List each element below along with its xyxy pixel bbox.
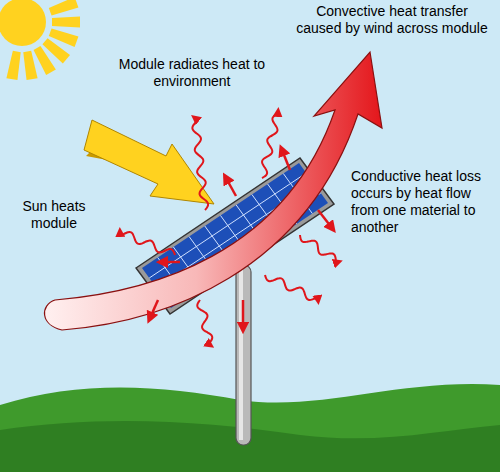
sun-ray [49,0,79,15]
sun-ray [52,16,80,27]
wind-arrow-group [45,52,382,330]
radiation-arrow [120,232,175,255]
radiation-arrow [192,118,208,210]
sun [0,0,80,80]
pole [236,265,251,445]
radiation-arrow [300,235,338,262]
conduction-arrow [318,210,332,228]
sun-ray [23,51,37,80]
conduction-arrow [150,300,158,318]
conduction-arrow [242,300,245,328]
conduction-arrow [226,178,236,196]
radiation-arrows [120,112,338,345]
convection-arrow [45,52,382,330]
pole-highlight [239,268,243,440]
sun-ray [6,51,20,80]
sun-disc [0,0,46,46]
convection-label: Convective heat transfer caused by wind … [292,3,492,37]
radiation-arrow [262,112,278,178]
conduction-arrow [162,261,180,264]
conduction-label: Conductive heat loss occurs by heat flow… [351,168,496,236]
sun-label: Sun heats module [14,198,94,232]
radiation-arrow [265,275,318,300]
conduction-arrows [150,150,332,328]
conduction-arrow [282,150,290,170]
radiation-arrow [197,300,212,345]
radiation-label: Module radiates heat to environment [112,56,272,90]
sun-ray [34,46,56,75]
